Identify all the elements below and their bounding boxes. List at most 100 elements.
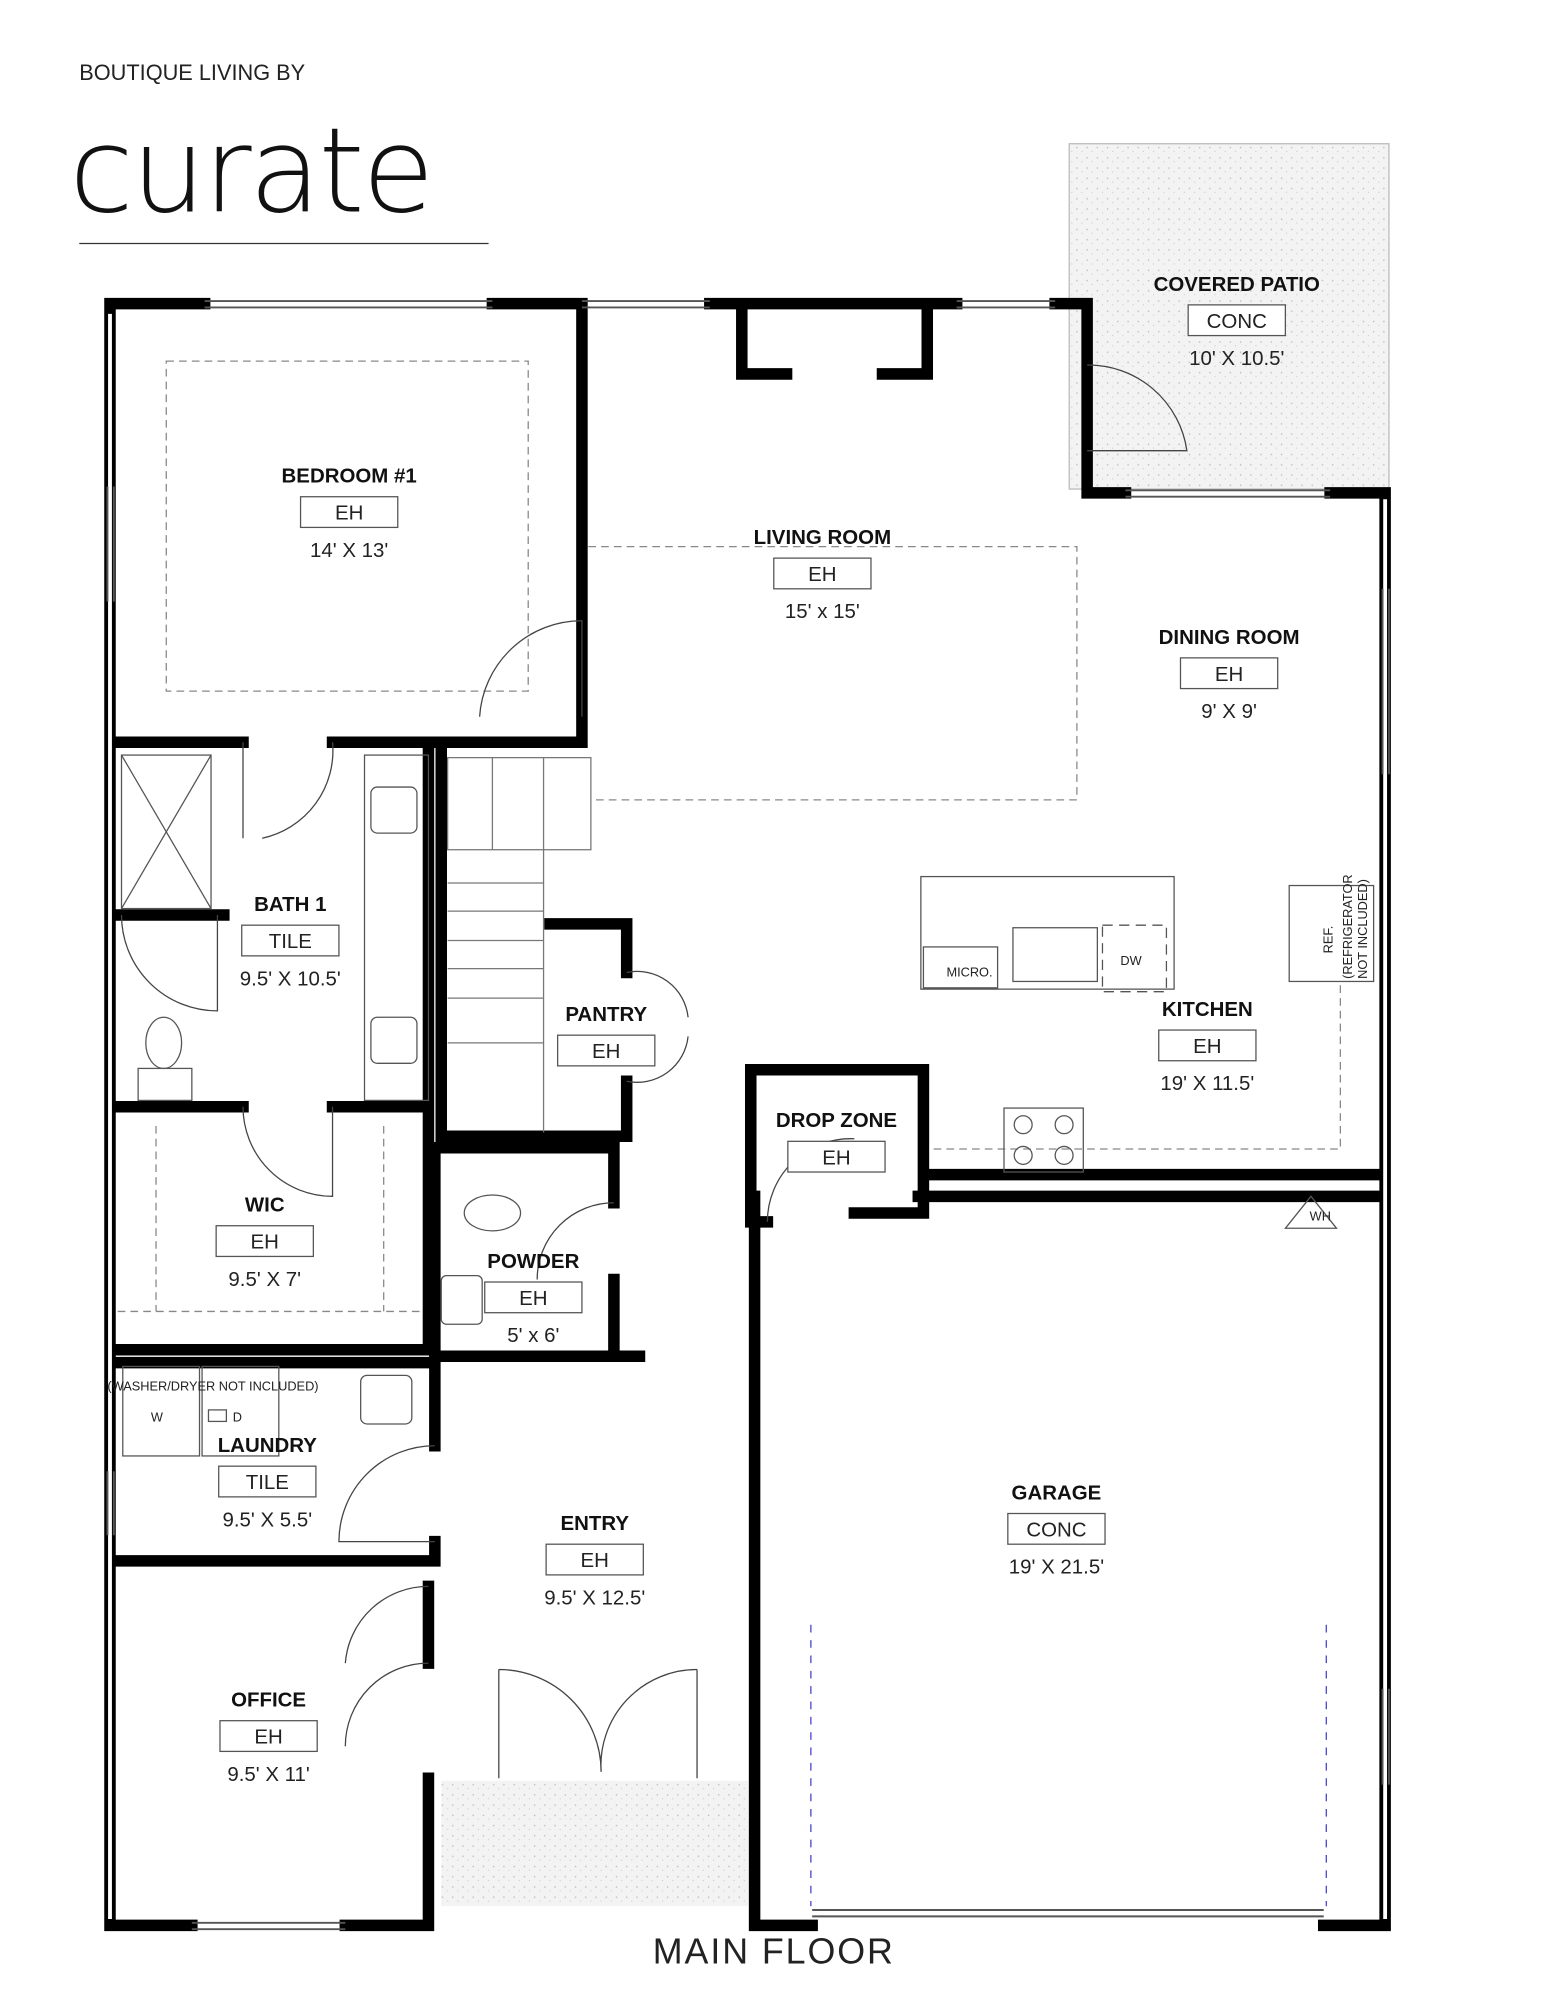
finish-box [241,924,340,957]
ceiling-outlines [117,360,1342,1907]
room-dimensions: 5' x 6' [507,1324,559,1347]
room-finish: EH [592,1040,620,1063]
room-finish: EH [254,1726,282,1749]
room-drop-zone: DROP ZONE EH [776,1109,897,1173]
room-labels: BEDROOM #1 EH 14' X 13' LIVING ROOM EH 15' x … [215,273,1320,1786]
ref-note-2: NOT INCLUDED) [1355,879,1370,979]
room-covered-patio: COVERED PATIO CONC 10' X 10.5' [1154,273,1320,370]
brand-logo: curate [69,103,432,240]
finish-box [545,1543,644,1576]
sink [440,1274,483,1325]
room-office: OFFICE EH 9.5' X 11' [219,1689,318,1786]
range [1003,1107,1084,1173]
room-finish: EH [581,1549,609,1572]
finish-box [215,1225,314,1258]
room-dimensions: 9.5' X 10.5' [240,967,341,990]
room-name: COVERED PATIO [1154,273,1320,296]
room-dimensions: 19' X 11.5' [1160,1072,1254,1095]
room-dimensions: 9.5' X 11' [227,1763,309,1786]
room-bath-1: BATH 1 TILE 9.5' X 10.5' [240,893,341,990]
room-name: BEDROOM #1 [282,465,417,488]
room-dimensions: 9' X 9' [1201,700,1257,723]
room-finish: EH [251,1231,279,1254]
front-porch-slab [441,1780,749,1907]
room-finish: CONC [1207,310,1267,333]
room-finish: EH [822,1146,850,1169]
room-name: KITCHEN [1162,998,1253,1021]
room-name: DROP ZONE [776,1109,897,1132]
room-name: PANTRY [565,1003,647,1026]
room-dimensions: 9.5' X 7' [228,1268,301,1291]
room-name: OFFICE [231,1689,306,1712]
finish-box [1158,1029,1257,1062]
room-name: WIC [245,1194,285,1217]
room-dimensions: 19' X 21.5' [1009,1556,1104,1579]
room-name: LIVING ROOM [754,526,892,549]
room-finish: EH [1193,1035,1221,1058]
water-heater-label: WH [1310,1209,1331,1224]
room-finish: TILE [246,1471,289,1494]
room-finish: EH [808,563,836,586]
walls [104,297,1391,1932]
room-finish: CONC [1026,1519,1086,1542]
room-name: ENTRY [560,1512,629,1535]
room-laundry: LAUNDRY TILE 9.5' X 5.5' [218,1434,318,1531]
finish-box [219,1720,318,1753]
room-name: GARAGE [1012,1481,1102,1504]
laundry-sink [360,1374,413,1425]
room-garage: GARAGE CONC 19' X 21.5' [1007,1481,1106,1579]
room-name: DINING ROOM [1159,626,1300,649]
room-finish: EH [335,502,363,525]
vanity [363,754,430,1102]
water-heater [1284,1195,1338,1229]
sink [370,1016,418,1064]
finish-box [218,1465,317,1498]
room-finish: TILE [269,930,312,953]
room-name: POWDER [487,1250,579,1273]
room-dimensions: 14' X 13' [310,539,388,562]
washer-label: W [151,1409,163,1424]
ref-note-1: (REFRIGERATOR [1340,874,1355,979]
finish-box [484,1281,583,1314]
finish-box [787,1140,886,1173]
kitchen-island [920,875,1175,990]
finish-box [1007,1512,1106,1545]
fixture-labels: MICRO. DW REF. (REFRIGERATOR NOT INCLUDE… [107,874,1370,1424]
room-dimensions: 10' X 10.5' [1189,347,1284,370]
finish-box [773,557,872,590]
dishwasher-label: DW [1120,953,1141,968]
room-finish: EH [1215,663,1243,686]
room-finish: EH [519,1287,547,1310]
room-living-room: LIVING ROOM EH 15' x 15' [754,526,892,623]
room-dimensions: 9.5' X 5.5' [222,1508,312,1531]
finish-box [556,1034,656,1067]
finish-box [1179,657,1279,690]
room-dimensions: 15' x 15' [785,600,860,623]
door-swings [120,364,1188,1779]
room-kitchen: KITCHEN EH 19' X 11.5' [1158,998,1257,1095]
refrigerator [1288,884,1375,983]
shower [120,754,212,910]
room-dimensions: 9.5' X 12.5' [544,1586,645,1609]
room-name: LAUNDRY [218,1434,318,1457]
finish-box [1187,304,1287,337]
room-dining-room: DINING ROOM EH 9' X 9' [1159,626,1300,723]
room-entry: ENTRY EH 9.5' X 12.5' [544,1512,645,1609]
fixtures [120,754,1375,1457]
dryer-label: D [233,1409,242,1424]
toilet [463,1194,522,1232]
ref-label: REF. [1321,926,1336,954]
floor-title: MAIN FLOOR [653,1932,895,1972]
toilet [145,1016,183,1070]
room-name: BATH 1 [254,893,326,916]
staircase[interactable] [447,756,592,1133]
room-powder: POWDER EH 5' x 6' [484,1250,583,1347]
micro-label: MICRO. [946,964,992,979]
finish-box [299,496,399,529]
brand-tagline: BOUTIQUE LIVING BY [79,60,305,85]
room-pantry: PANTRY EH [556,1003,656,1067]
sink [370,786,418,834]
washer-dryer-note: (WASHER/DRYER NOT INCLUDED) [107,1379,318,1394]
